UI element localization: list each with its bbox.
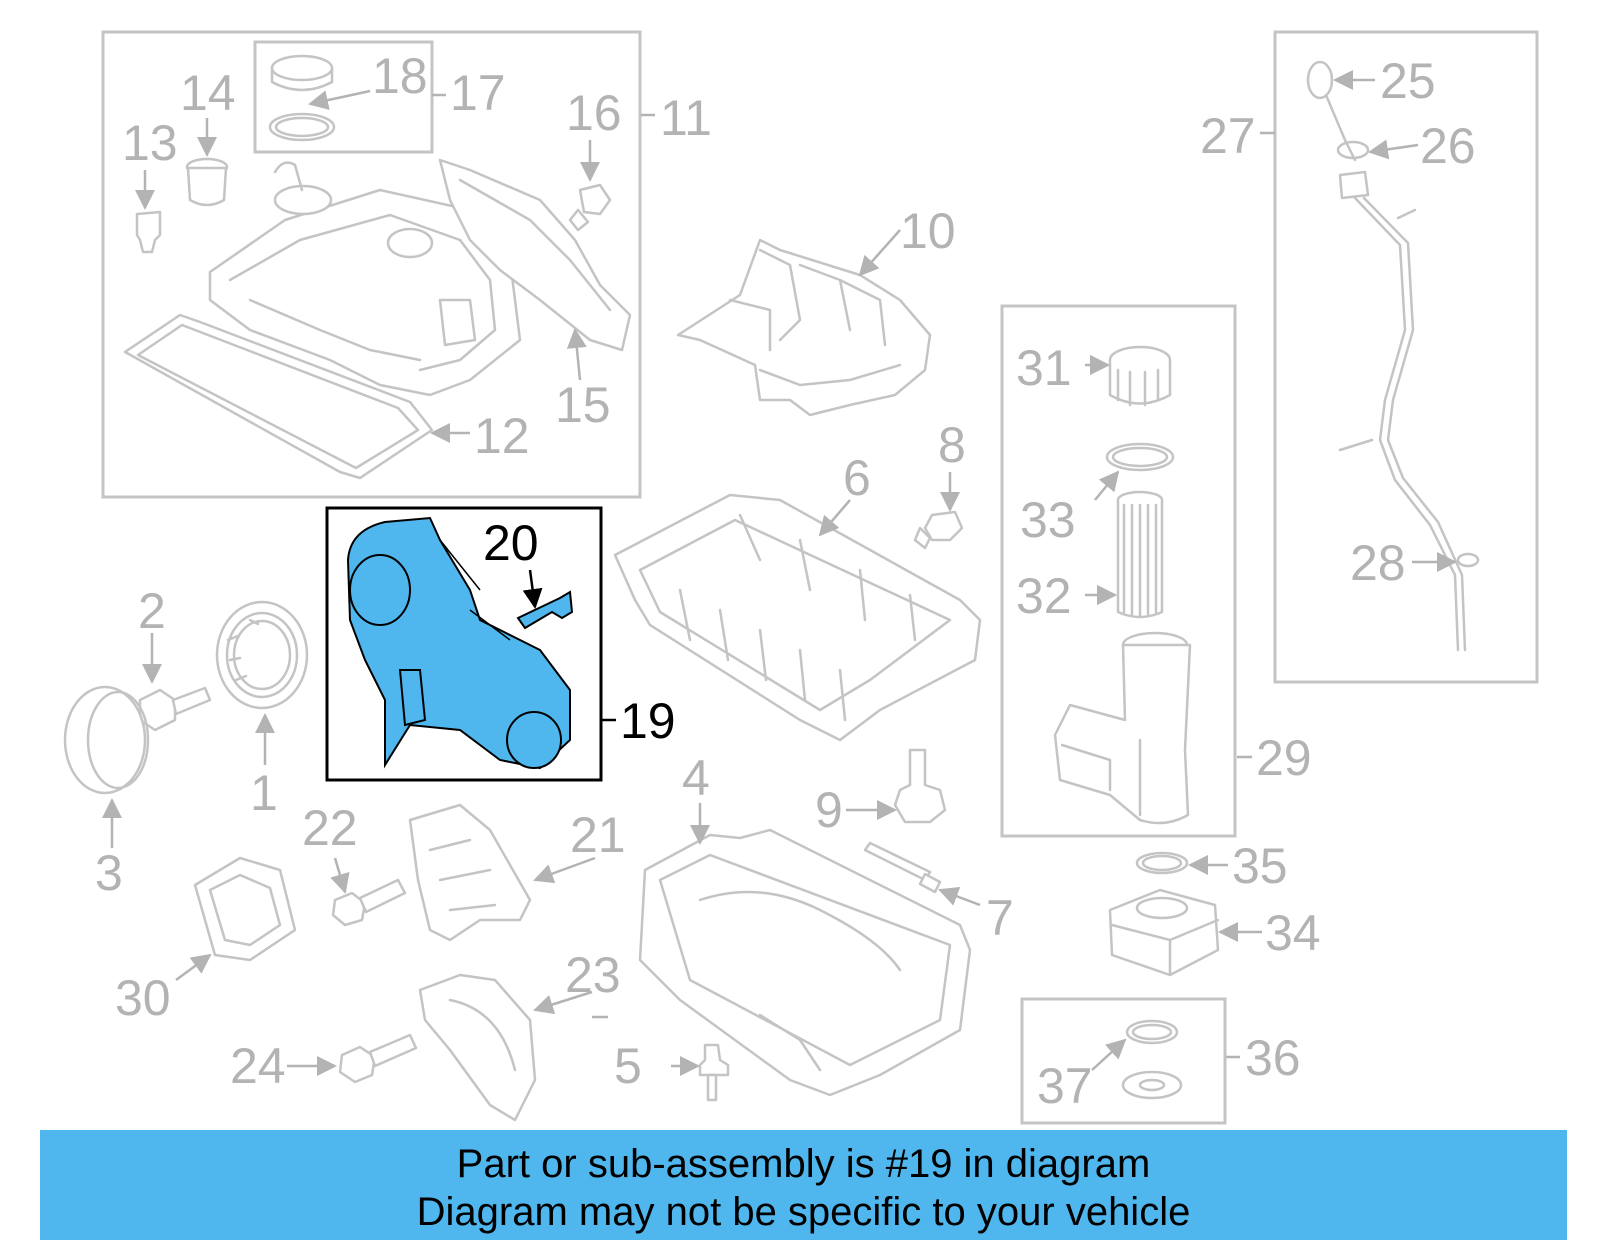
banner-line-1: Part or sub-assembly is #19 in diagram bbox=[456, 1142, 1151, 1186]
part-cover-30[interactable] bbox=[193, 856, 297, 962]
callout-31[interactable]: 31 bbox=[1016, 340, 1072, 396]
part-cap-3[interactable] bbox=[63, 685, 150, 795]
part-oil-baffle-10[interactable] bbox=[676, 238, 932, 417]
part-o-ring-33[interactable] bbox=[1105, 442, 1175, 472]
callout-labels: 1 2 3 4 5 6 7 8 9 10 11 12 13 14 15 16 1… bbox=[95, 48, 1476, 1114]
callout-6[interactable]: 6 bbox=[843, 450, 871, 506]
callout-8[interactable]: 8 bbox=[938, 417, 966, 473]
callout-12[interactable]: 12 bbox=[474, 408, 530, 464]
part-plug-14[interactable] bbox=[185, 157, 229, 207]
callout-36[interactable]: 36 bbox=[1245, 1030, 1301, 1086]
info-banner: Part or sub-assembly is #19 in diagram D… bbox=[40, 1130, 1567, 1240]
callout-34[interactable]: 34 bbox=[1265, 905, 1321, 961]
callout-29[interactable]: 29 bbox=[1256, 730, 1312, 786]
part-timing-cover-19[interactable] bbox=[346, 516, 571, 770]
callout-20[interactable]: 20 bbox=[483, 515, 539, 571]
callout-15[interactable]: 15 bbox=[555, 377, 611, 433]
group-box-29 bbox=[1000, 304, 1237, 838]
group-box-11 bbox=[101, 30, 642, 499]
part-oil-cooler-34[interactable] bbox=[1108, 888, 1220, 977]
part-plug-8[interactable] bbox=[913, 510, 964, 550]
callout-22[interactable]: 22 bbox=[302, 800, 358, 856]
callout-37[interactable]: 37 bbox=[1037, 1058, 1093, 1114]
callout-13[interactable]: 13 bbox=[122, 115, 178, 171]
part-heat-shield-15[interactable] bbox=[438, 158, 632, 352]
group-box-36 bbox=[1020, 997, 1227, 1125]
callout-7[interactable]: 7 bbox=[986, 890, 1014, 946]
part-bracket-20[interactable] bbox=[516, 590, 574, 630]
group-box-27 bbox=[1273, 30, 1539, 684]
part-oil-pan-upper-6[interactable] bbox=[613, 493, 982, 742]
callout-14[interactable]: 14 bbox=[180, 65, 236, 121]
callout-19[interactable]: 19 bbox=[620, 693, 676, 749]
part-7[interactable] bbox=[863, 841, 942, 894]
callout-26[interactable]: 26 bbox=[1420, 118, 1476, 174]
part-bolt-2[interactable] bbox=[138, 686, 212, 732]
part-bolt-24[interactable] bbox=[338, 1033, 418, 1084]
part-bolt-22[interactable] bbox=[331, 878, 407, 927]
part-filter-housing-29[interactable] bbox=[1053, 631, 1192, 825]
callout-1[interactable]: 1 bbox=[250, 765, 278, 821]
banner-line-2: Diagram may not be specific to your vehi… bbox=[416, 1190, 1191, 1234]
part-drain-plug-5[interactable] bbox=[698, 1043, 730, 1102]
callout-10[interactable]: 10 bbox=[900, 203, 956, 259]
callout-35[interactable]: 35 bbox=[1232, 838, 1288, 894]
group-box-17 bbox=[253, 40, 434, 154]
callout-2[interactable]: 2 bbox=[138, 583, 166, 639]
callout-32[interactable]: 32 bbox=[1016, 568, 1072, 624]
callout-23[interactable]: 23 bbox=[565, 947, 621, 1003]
callout-9[interactable]: 9 bbox=[815, 782, 843, 838]
callout-33[interactable]: 33 bbox=[1020, 492, 1076, 548]
part-breather-16[interactable] bbox=[568, 183, 612, 232]
callout-5[interactable]: 5 bbox=[614, 1038, 642, 1094]
callout-25[interactable]: 25 bbox=[1380, 53, 1436, 109]
callout-11[interactable]: 11 bbox=[660, 90, 712, 146]
part-oil-level-sensor-9[interactable] bbox=[893, 748, 947, 824]
callout-30[interactable]: 30 bbox=[115, 970, 171, 1026]
part-valve-cover[interactable] bbox=[208, 161, 522, 397]
part-oil-cap[interactable] bbox=[268, 54, 336, 142]
part-pulley-1[interactable] bbox=[215, 600, 309, 710]
callout-17[interactable]: 17 bbox=[450, 65, 506, 121]
part-filter-cap-31[interactable] bbox=[1108, 345, 1172, 407]
callout-24[interactable]: 24 bbox=[230, 1038, 286, 1094]
leader-lines bbox=[102, 70, 1457, 1076]
part-oil-filter-32[interactable] bbox=[1116, 490, 1164, 619]
callout-28[interactable]: 28 bbox=[1350, 535, 1406, 591]
part-seal-kit-36[interactable] bbox=[1121, 1019, 1183, 1100]
part-o-ring-35[interactable] bbox=[1135, 851, 1189, 875]
part-gasket-12[interactable] bbox=[123, 313, 434, 480]
part-sensor-13[interactable] bbox=[135, 210, 162, 254]
callout-16[interactable]: 16 bbox=[566, 85, 622, 141]
callout-3[interactable]: 3 bbox=[95, 845, 123, 901]
callout-4[interactable]: 4 bbox=[682, 750, 710, 806]
callout-27[interactable]: 27 bbox=[1200, 108, 1256, 164]
part-cover-21[interactable] bbox=[408, 803, 532, 942]
callout-18[interactable]: 18 bbox=[372, 48, 428, 104]
part-oil-pan-lower-4[interactable] bbox=[638, 828, 972, 1097]
callout-21[interactable]: 21 bbox=[570, 807, 626, 863]
part-shield-23[interactable] bbox=[418, 973, 537, 1122]
